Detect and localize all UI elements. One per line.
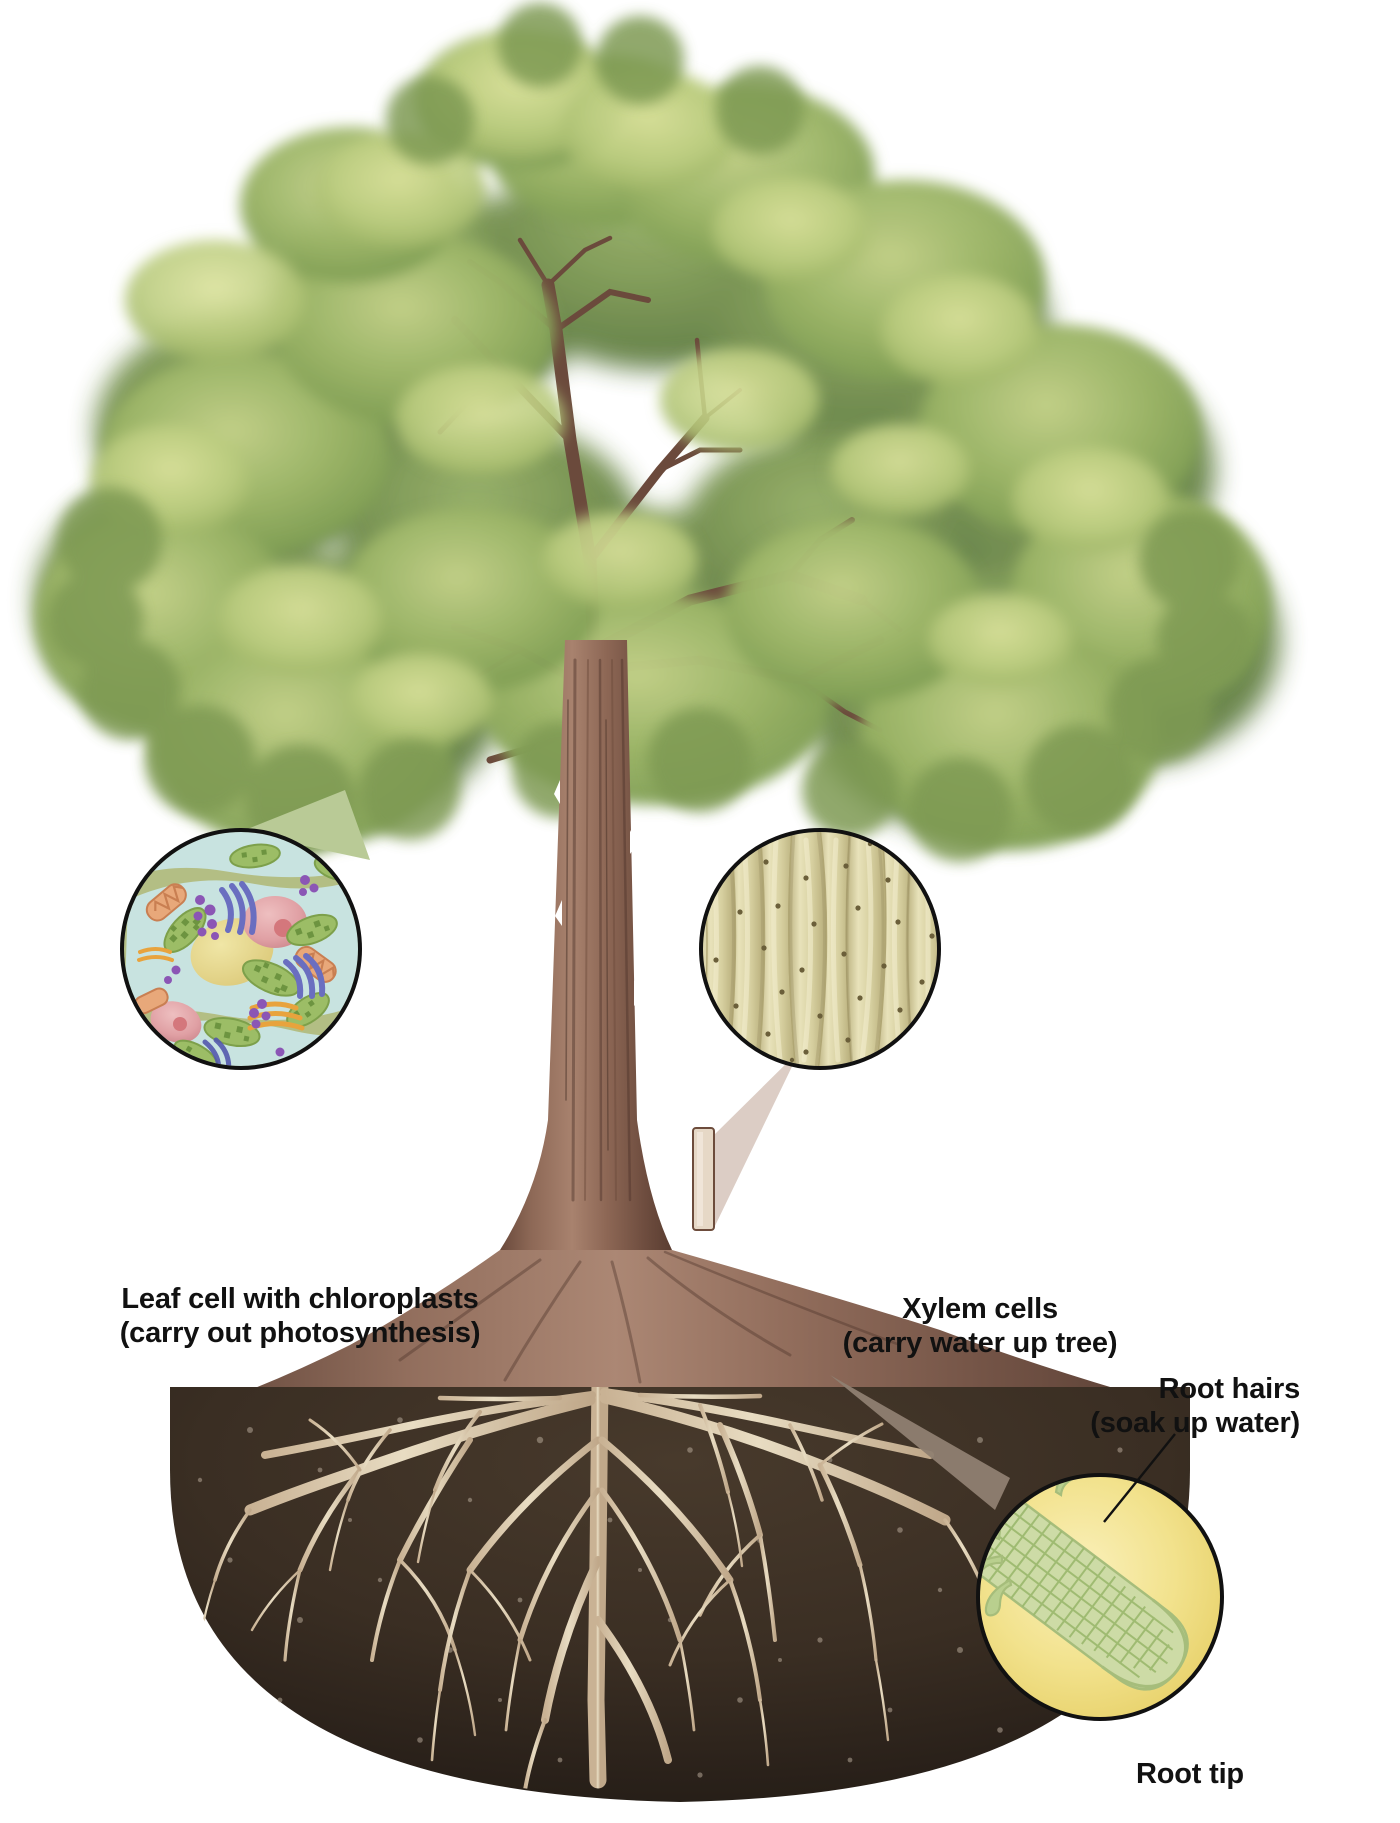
canopy-edge-clumps — [47, 3, 1253, 862]
golgi-group-2 — [137, 947, 174, 962]
root-hairs-leader-line — [1103, 1433, 1176, 1523]
root-tip-inset — [976, 1473, 1224, 1721]
root-buttress — [250, 1250, 1120, 1390]
root-tip-label: Root tip — [1040, 1757, 1340, 1791]
er-group — [219, 881, 326, 999]
vesicle-group — [164, 875, 319, 1064]
soil-speckles — [197, 1417, 1163, 1778]
callout-wedges — [240, 790, 1010, 1510]
leaf-wedge — [240, 790, 370, 860]
xylem-wedge — [714, 1050, 800, 1228]
trunk-cutaway-window — [692, 1127, 715, 1231]
root-tip-label-line1: Root tip — [1136, 1758, 1244, 1790]
leaf-cell-label-line2: (carry out photosynthesis) — [119, 1317, 481, 1350]
root-hairs-label-line2: (soak up water) — [1090, 1407, 1300, 1440]
leaf-cell-label: Leaf cell with chloroplasts (carry out p… — [30, 1282, 570, 1350]
root-wedge — [830, 1375, 1010, 1510]
root-hairs-label-line1: Root hairs — [1158, 1373, 1301, 1405]
leaf-cell-label-line1: Leaf cell with chloroplasts — [121, 1283, 479, 1315]
xylem-cells-inset — [699, 828, 941, 1070]
xylem-cells-label-line1: Xylem cells — [902, 1293, 1058, 1325]
root-system — [198, 1387, 1026, 1792]
er-group-2 — [202, 1037, 232, 1066]
soil-cutaway — [170, 1387, 1190, 1802]
xylem-cells-label-line2: (carry water up tree) — [842, 1327, 1118, 1360]
root-hairs-label: Root hairs (soak up water) — [900, 1372, 1300, 1440]
tree-trunk — [500, 640, 672, 1250]
leaf-cell-inset — [120, 828, 362, 1070]
xylem-cells-label: Xylem cells (carry water up tree) — [690, 1292, 1270, 1360]
